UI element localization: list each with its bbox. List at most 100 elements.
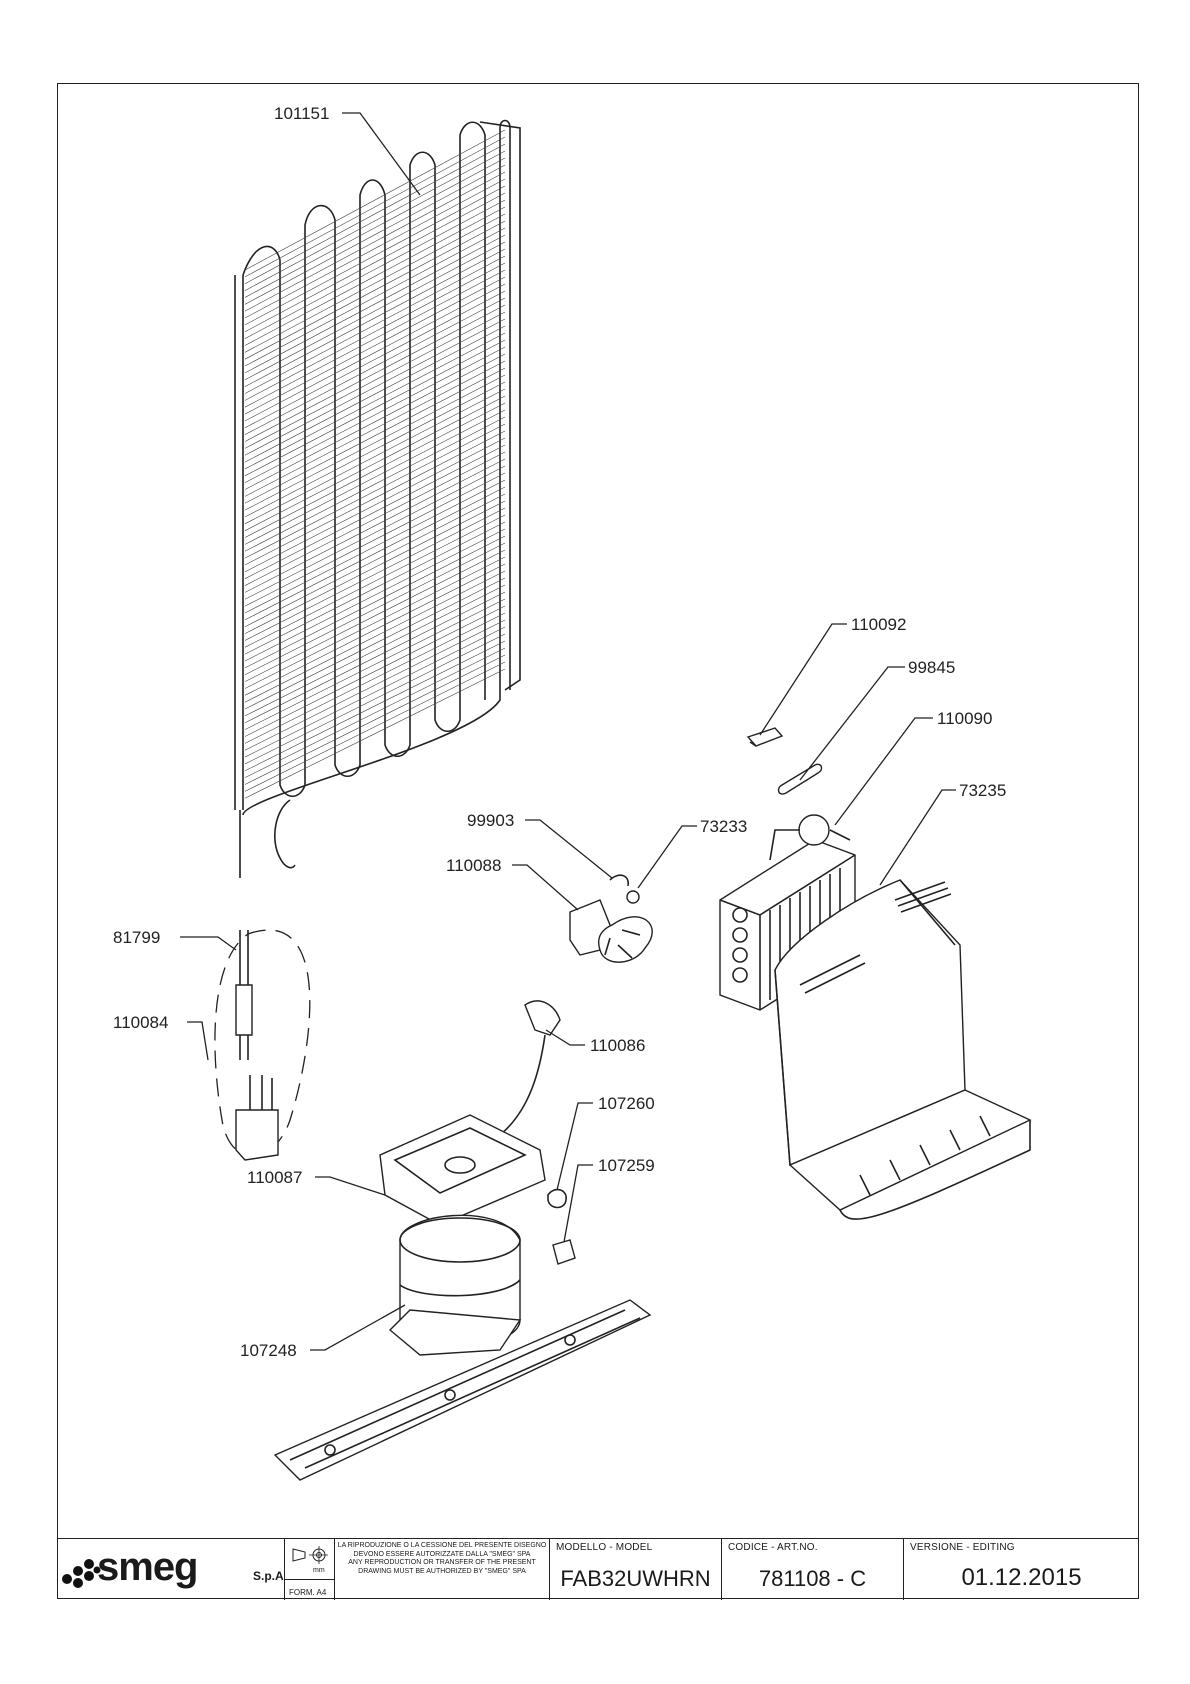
evaporator-cover-part [774, 879, 1032, 1220]
coil-fin-line [244, 332, 506, 470]
coil-fin-line [244, 339, 506, 477]
part-labels: 101151 110092 99845 110090 73233 73235 9… [113, 104, 1006, 1360]
coil-fin-line [244, 577, 506, 710]
coil-fin-line [244, 486, 506, 621]
coil-fin-line [244, 269, 506, 408]
version-value: 01.12.2015 [961, 1564, 1082, 1591]
label-73233: 73233 [700, 817, 747, 836]
coil-fin-line [244, 556, 506, 689]
coil-fin-line [244, 570, 506, 703]
unit-label: mm [313, 1567, 325, 1574]
compressor-support-part [379, 1114, 546, 1226]
coil-fin-line [244, 318, 506, 456]
smeg-logo-dots-icon [62, 1559, 101, 1588]
coil-fin-line [244, 605, 506, 737]
coil-fin-line [244, 283, 506, 422]
coil-fin-line [244, 535, 506, 669]
leader-lines [180, 112, 956, 1351]
coil-fin-line [244, 626, 506, 758]
label-107260: 107260 [598, 1094, 655, 1113]
coil-fin-line [244, 227, 506, 367]
coil-fin-line [244, 304, 506, 442]
fan-nut-part [626, 890, 640, 904]
coil-fin-line [244, 325, 506, 463]
coil-fin-line [244, 549, 506, 682]
brand-name: smeg [97, 1545, 198, 1589]
label-99903: 99903 [467, 811, 514, 830]
model-cell: MODELLO - MODEL FAB32UWHRN [550, 1539, 722, 1600]
coil-fin-line [244, 563, 506, 696]
version-caption: VERSIONE - EDITING [910, 1542, 1015, 1553]
notice-english: ANY REPRODUCTION OR TRANSFER OF THE PRES… [348, 1559, 536, 1575]
coil-fin-line [244, 542, 506, 676]
label-81799: 81799 [113, 928, 160, 947]
coil-fin-line [244, 528, 506, 662]
bracket-part [746, 727, 784, 747]
coil-fin-line [244, 276, 506, 415]
coil-fin-line [244, 199, 506, 339]
coil-fin-line [244, 500, 506, 634]
version-cell: VERSIONE - EDITING 01.12.2015 [904, 1539, 1139, 1600]
coil-fin-line [244, 262, 506, 401]
coil-fin-line [244, 255, 506, 394]
notice-cell: LA RIPRODUZIONE O LA CESSIONE DEL PRESEN… [335, 1539, 550, 1600]
projection-cell: mm FORM. A4 [285, 1539, 335, 1600]
coil-fin-line [244, 192, 506, 333]
coil-fins [244, 129, 506, 799]
thermostat-group [214, 929, 311, 1161]
label-110090: 110090 [937, 709, 992, 728]
label-110084: 110084 [113, 1013, 168, 1032]
coil-fin-line [244, 640, 506, 772]
fan-clip-part [609, 874, 629, 887]
coil-fin-line [244, 458, 506, 593]
coil-fin-line [244, 507, 506, 641]
coil-fin-line [244, 472, 506, 607]
coil-fin-line [244, 150, 506, 291]
coil-fin-line [244, 633, 506, 765]
relay-part [552, 1239, 576, 1265]
coil-fin-line [244, 234, 506, 374]
coil-fin-line [244, 374, 506, 511]
coil-fin-line [244, 220, 506, 360]
coil-fin-line [244, 178, 506, 319]
coil-fin-line [244, 661, 506, 792]
coil-fin-line [244, 409, 506, 545]
fan-motor-part [569, 899, 653, 963]
form-label: FORM. A4 [289, 1588, 327, 1597]
coil-fin-line [244, 346, 506, 483]
coil-fin-line [244, 290, 506, 429]
coil-fin-line [244, 514, 506, 648]
coil-fin-line [244, 157, 506, 298]
coil-fin-line [244, 388, 506, 525]
coil-fin-line [244, 213, 506, 353]
base-plate-part [273, 1299, 652, 1481]
coil-fin-line [244, 206, 506, 346]
code-value: 781108 - C [758, 1566, 867, 1591]
coil-fin-line [244, 591, 506, 724]
coil-fin-line [244, 402, 506, 538]
coil-fin-line [244, 297, 506, 435]
label-73235: 73235 [959, 781, 1006, 800]
coil-fin-line [244, 353, 506, 490]
compressor-part [388, 1214, 522, 1356]
coil-fin-line [244, 381, 506, 518]
coil-fin-line [244, 136, 506, 278]
coil-fin-line [244, 416, 506, 552]
relay-clip-part [547, 1188, 567, 1209]
label-107248: 107248 [240, 1341, 297, 1360]
coil-fin-line [244, 598, 506, 730]
label-110088: 110088 [446, 856, 501, 875]
coil-fin-line [244, 444, 506, 579]
coil-fin-line [244, 654, 506, 785]
reproduction-notice: LA RIPRODUZIONE O LA CESSIONE DEL PRESEN… [337, 1542, 547, 1576]
coil-fin-line [244, 367, 506, 504]
coil-fin-line [244, 395, 506, 531]
condenser-coil [234, 119, 521, 878]
code-caption: CODICE - ART.NO. [728, 1542, 818, 1553]
label-110087: 110087 [247, 1168, 302, 1187]
coil-fin-line [244, 143, 506, 284]
coil-fin-line [244, 451, 506, 586]
coil-fin-line [244, 584, 506, 717]
coil-fin-line [244, 465, 506, 600]
